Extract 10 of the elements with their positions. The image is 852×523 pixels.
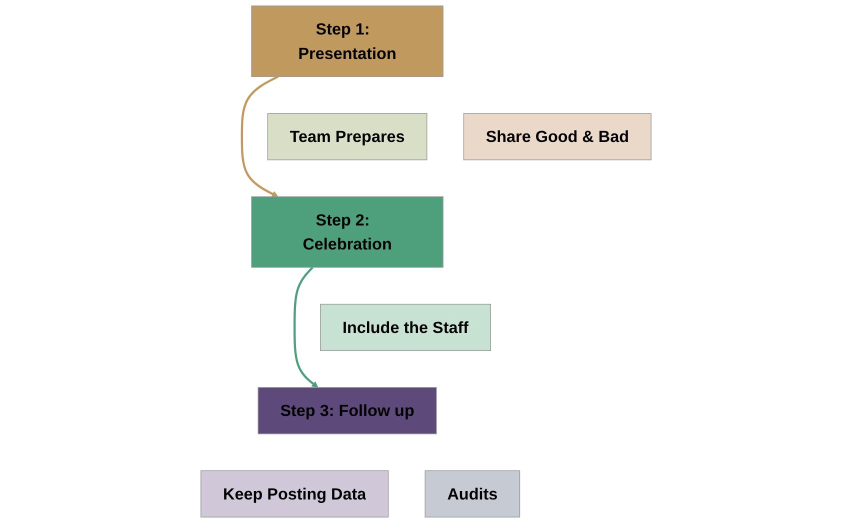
node-box: Step 1: Presentation <box>251 6 444 77</box>
node-box: Step 3: Follow up <box>258 387 437 434</box>
node-box: Step 2: Celebration <box>251 196 444 268</box>
arrow <box>240 76 278 197</box>
node-box: Share Good & Bad <box>463 113 652 160</box>
node-box: Audits <box>424 470 520 518</box>
node-box: Keep Posting Data <box>200 470 389 518</box>
node-box: Include the Staff <box>320 304 491 351</box>
arrow <box>294 266 318 388</box>
node-box: Team Prepares <box>267 113 428 160</box>
